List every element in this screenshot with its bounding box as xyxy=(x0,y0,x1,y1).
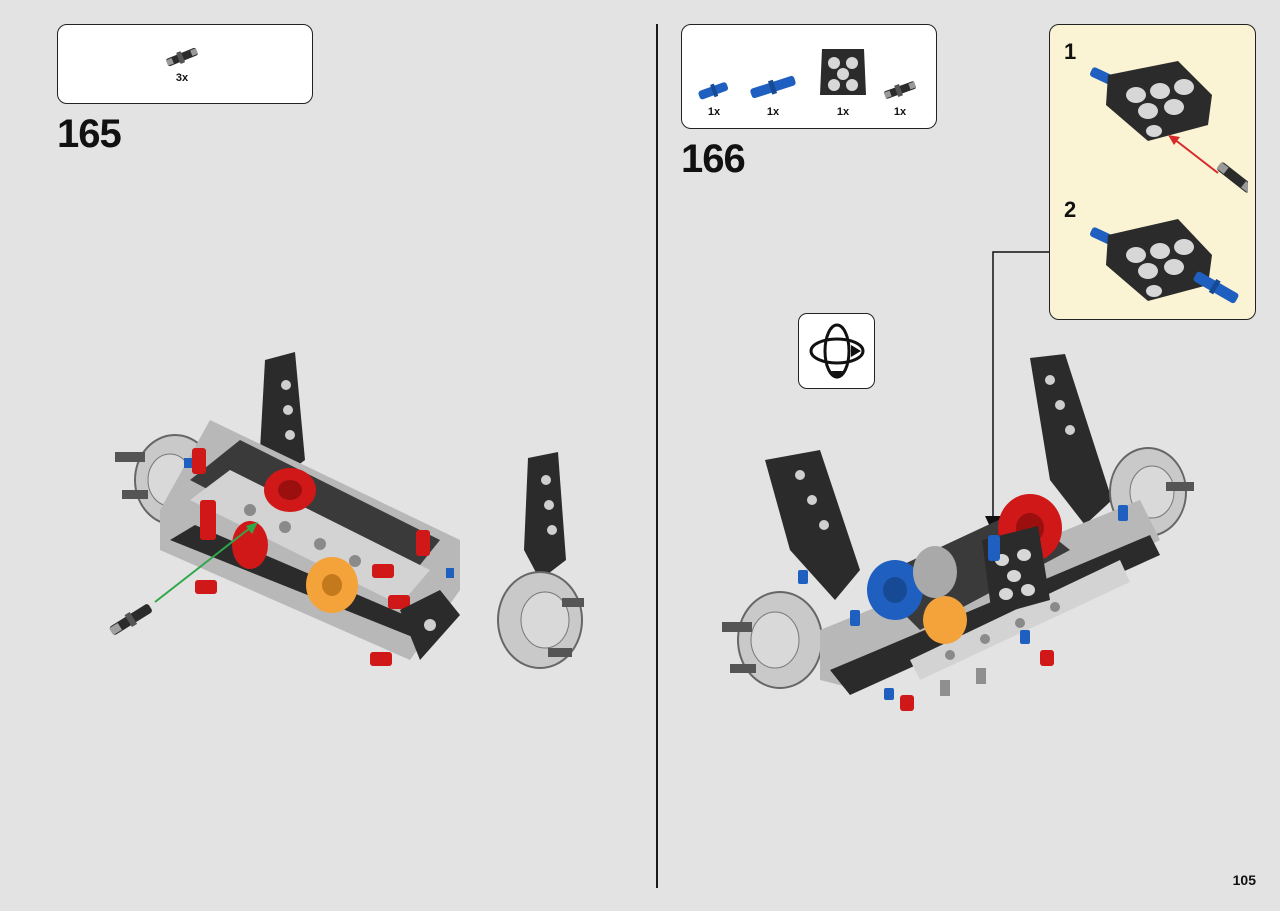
page-divider xyxy=(656,24,658,888)
part-165-0: 3x xyxy=(162,45,202,84)
substep-number-2: 2 xyxy=(1064,197,1077,222)
substep-2-illustration xyxy=(1088,213,1248,313)
part-qty: 1x xyxy=(766,106,780,118)
page-number: 105 xyxy=(1232,872,1256,888)
axle-pin-blue-long-icon xyxy=(746,71,800,103)
part-qty: 1x xyxy=(893,106,907,118)
part-166-2: 1x xyxy=(816,41,870,118)
step-number-166: 166 xyxy=(681,137,746,181)
axle-pin-black-icon xyxy=(880,77,920,103)
axle-pin-blue-short-icon xyxy=(694,77,734,103)
part-166-3: 1x xyxy=(880,77,920,118)
rotate-model-box xyxy=(798,313,875,389)
beam-block-black-icon xyxy=(816,41,870,103)
part-qty: 1x xyxy=(836,106,850,118)
parts-list-165: 3x xyxy=(57,24,313,104)
substep-number-1: 1 xyxy=(1064,39,1077,64)
rotate-model-icon xyxy=(805,319,869,383)
assembly-illustration-166 xyxy=(720,350,1210,730)
step-number-165: 165 xyxy=(57,112,122,156)
subassembly-callout: 1 2 xyxy=(1049,24,1256,320)
substep-1-illustration xyxy=(1088,55,1248,195)
part-qty: 3x xyxy=(175,72,189,84)
part-qty: 1x xyxy=(707,106,721,118)
part-166-1: 1x xyxy=(746,71,800,118)
assembly-illustration-165 xyxy=(100,340,600,690)
axle-pin-black-icon xyxy=(162,45,202,69)
parts-list-166: 1x 1x 1x xyxy=(681,24,937,129)
part-166-0: 1x xyxy=(694,77,734,118)
